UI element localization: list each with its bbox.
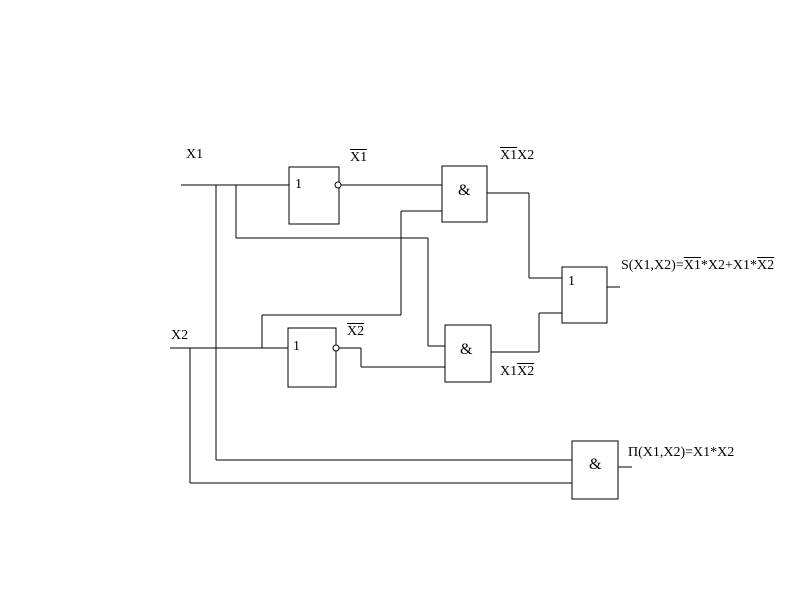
term2-plain-part: X1	[500, 364, 518, 379]
not-x1-signal-text: X1	[350, 150, 368, 165]
or-sum-gate	[561, 266, 608, 324]
and-top-gate-symbol: &	[458, 182, 471, 199]
not-x2-inversion-bubble	[332, 344, 340, 352]
not-x1-inversion-bubble	[334, 181, 342, 189]
not-x1-gate	[288, 166, 340, 225]
product-output-label: П(X1,X2)=X1*X2	[628, 445, 735, 460]
sum-output-middle: *X2+X1*	[700, 258, 757, 273]
not-x2-signal-text: X2	[347, 324, 365, 339]
term1-inverted-part: X1	[500, 148, 518, 163]
sum-output-prefix: S(X1,X2)=	[621, 258, 684, 273]
term2-inverted-part: X2	[517, 364, 535, 379]
not-x2-gate	[287, 327, 337, 388]
sum-output-inverted-x2: X2	[756, 258, 775, 273]
sum-output-label: S(X1,X2)=X1*X2+X1*X2	[621, 258, 774, 274]
or-sum-gate-symbol: 1	[568, 274, 575, 289]
not-x2-signal-label: X2	[347, 324, 364, 340]
input-x2-label: X2	[171, 328, 189, 343]
term2-signal-label: X1X2	[500, 364, 534, 380]
sum-output-inverted-x1: X1	[683, 258, 701, 273]
and-mid-gate-symbol: &	[460, 341, 473, 358]
term1-signal-label: X1X2	[500, 148, 534, 164]
and-mid-gate	[444, 324, 492, 383]
not-x2-gate-symbol: 1	[293, 339, 300, 354]
and-product-gate	[571, 440, 619, 500]
not-x1-gate-symbol: 1	[295, 177, 302, 192]
term1-plain-part: X2	[517, 148, 535, 163]
not-x1-signal-label: X1	[350, 150, 367, 166]
input-x1-label: X1	[186, 147, 204, 162]
and-top-gate	[441, 165, 488, 223]
and-product-gate-symbol: &	[589, 456, 602, 473]
